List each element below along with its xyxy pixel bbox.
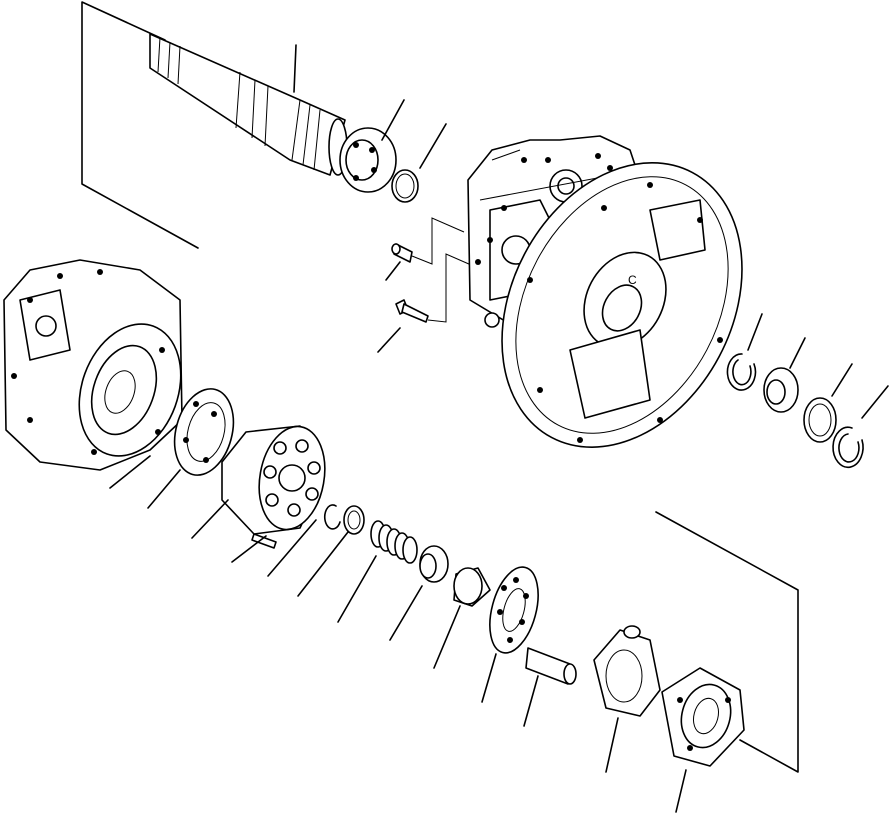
snap-ring-1 xyxy=(726,353,757,391)
lower-group-bracket xyxy=(655,511,799,773)
left-pump-housing xyxy=(3,259,183,471)
upper-group-bracket xyxy=(81,1,199,249)
center-spring xyxy=(370,520,418,564)
shim-ring xyxy=(803,397,837,443)
main-pump-assembly: C xyxy=(467,135,743,448)
input-shaft xyxy=(149,33,348,176)
rear-cover xyxy=(661,667,745,767)
front-bearing xyxy=(339,127,397,193)
piston-pin xyxy=(525,647,577,685)
snap-ring-2 xyxy=(832,426,864,469)
cylinder-pin xyxy=(251,533,277,549)
rear-bearing xyxy=(763,367,799,413)
retainer-guide xyxy=(453,567,491,607)
dowel-pin xyxy=(391,217,465,265)
spherical-bushing xyxy=(419,545,449,583)
swash-plate xyxy=(593,625,661,717)
leader-lines-lower xyxy=(109,455,687,813)
retaining-ring-2 xyxy=(343,505,365,535)
retaining-ring-1 xyxy=(323,504,341,530)
shaft-o-ring xyxy=(391,169,419,203)
shoe-retainer-plate xyxy=(489,566,539,654)
valve-plate xyxy=(173,388,235,476)
flange-mark-label: C xyxy=(628,273,637,287)
mounting-bolt xyxy=(395,253,479,323)
cylinder-block xyxy=(221,425,326,535)
leader-lines-upper xyxy=(293,44,889,419)
